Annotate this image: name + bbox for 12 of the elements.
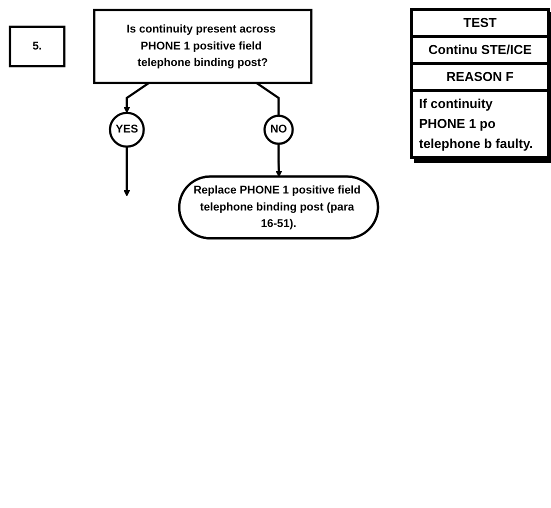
node-box: 5. — [8, 26, 66, 68]
node-circle: YES — [108, 112, 145, 148]
table-header: TEST — [413, 11, 547, 38]
table-header: REASON F — [413, 65, 547, 92]
table-text: If continuity PHONE 1 po telephone b faulty. — [418, 95, 534, 153]
node-box: Is continuity present across PHONE 1 positive field telephone binding post? — [93, 8, 312, 84]
arrow — [124, 146, 130, 196]
connector — [256, 82, 280, 116]
arrow — [276, 144, 282, 178]
arrow — [124, 82, 150, 114]
node-circle: NO — [263, 114, 294, 145]
table-text: Continu STE/ICE — [413, 38, 547, 65]
